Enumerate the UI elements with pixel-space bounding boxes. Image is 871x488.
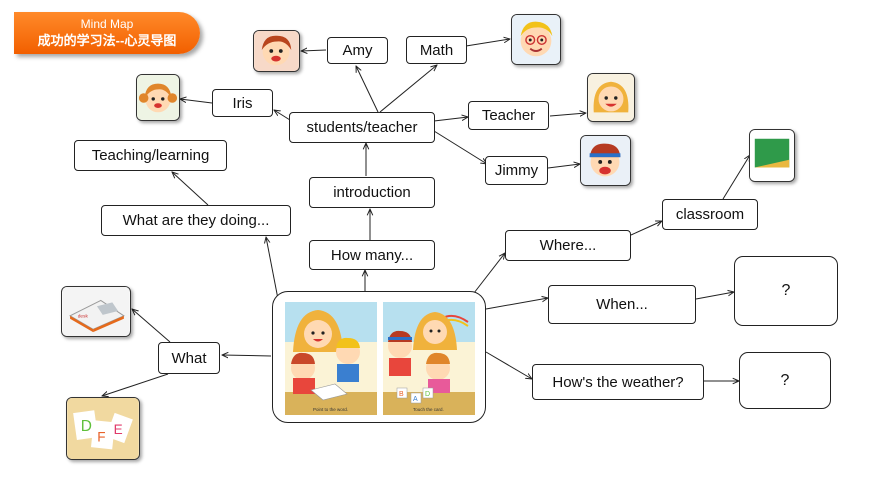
amy-thumbnail — [253, 30, 300, 72]
caption-right: Touch the card. — [413, 407, 444, 412]
classroom-board-thumbnail — [749, 129, 795, 182]
woman-teacher-icon — [588, 74, 634, 121]
svg-text:E: E — [114, 422, 123, 437]
node-teacher[interactable]: Teacher — [468, 101, 549, 130]
node-question-1[interactable]: ? — [734, 256, 838, 326]
node-students-teacher[interactable]: students/teacher — [289, 112, 435, 143]
banner-title: Mind Map — [80, 17, 134, 31]
node-hows-the-weather[interactable]: How's the weather? — [532, 364, 704, 400]
svg-text:A: A — [413, 396, 418, 403]
arrow-center-to-when — [485, 298, 548, 310]
arrow-center-to-what — [222, 355, 272, 356]
node-where[interactable]: Where... — [505, 230, 631, 261]
node-what[interactable]: What — [158, 342, 220, 374]
girl-pigtails-icon — [137, 75, 179, 120]
node-iris[interactable]: Iris — [212, 89, 273, 117]
arrow-students-to-math — [379, 65, 437, 113]
node-how-many[interactable]: How many... — [309, 240, 435, 270]
arrow-what-to-book — [132, 309, 171, 343]
node-amy[interactable]: Amy — [327, 37, 388, 64]
arrow-students-to-jimmy — [433, 130, 487, 164]
arrow-students-to-iris — [274, 110, 291, 121]
arrow-whatdoing-to-teaching — [172, 172, 209, 206]
caption-left: Point to the word. — [313, 407, 348, 412]
arrow-students-to-teacher — [433, 117, 468, 122]
blackboard-icon — [750, 130, 794, 181]
node-classroom[interactable]: classroom — [662, 199, 758, 230]
node-when[interactable]: When... — [548, 285, 696, 324]
svg-text:D: D — [81, 418, 92, 435]
node-question-2[interactable]: ? — [739, 352, 831, 409]
letter-cards-thumbnail: D F E — [66, 397, 140, 460]
title-banner: Mind Map 成功的学习法--心灵导图 — [14, 12, 200, 54]
arrow-where-to-classroom — [630, 221, 662, 236]
arrow-what-to-cards — [102, 373, 169, 396]
arrow-center-to-where — [473, 253, 505, 294]
node-teaching-learning[interactable]: Teaching/learning — [74, 140, 227, 171]
arrow-teacher-to-thumb — [549, 113, 586, 116]
svg-text:desk: desk — [78, 314, 89, 320]
boy-headband-icon — [581, 136, 630, 185]
book-icon: desk — [62, 287, 130, 336]
arrow-math-to-thumb — [465, 39, 510, 47]
boy-glasses-icon — [512, 15, 560, 64]
arrow-classroom-to-board — [722, 155, 750, 200]
banner-subtitle: 成功的学习法--心灵导图 — [37, 33, 177, 48]
math-thumbnail — [511, 14, 561, 65]
letter-cards-icon: D F E — [67, 398, 139, 459]
arrow-center-to-whatdoing — [266, 237, 279, 300]
book-thumbnail: desk — [61, 286, 131, 337]
node-jimmy[interactable]: Jimmy — [485, 156, 548, 185]
svg-text:B: B — [399, 391, 404, 398]
node-introduction[interactable]: introduction — [309, 177, 435, 208]
node-math[interactable]: Math — [406, 36, 467, 64]
svg-text:D: D — [425, 391, 430, 398]
teacher-thumbnail — [587, 73, 635, 122]
arrow-center-to-weather — [485, 351, 532, 379]
arrow-students-to-amy — [356, 66, 379, 113]
girl-face-icon — [254, 31, 299, 71]
classroom-scene-icon: Point to the word. B A D Touch the card. — [285, 302, 475, 415]
jimmy-thumbnail — [580, 135, 631, 186]
central-classroom-image[interactable]: Point to the word. B A D Touch the card. — [272, 291, 486, 423]
arrow-amy-to-thumb — [301, 50, 327, 51]
arrow-iris-to-thumb — [180, 99, 213, 104]
arrow-jimmy-to-thumb — [547, 164, 580, 169]
node-what-are-they-doing[interactable]: What are they doing... — [101, 205, 291, 236]
svg-text:F: F — [97, 430, 105, 445]
iris-thumbnail — [136, 74, 180, 121]
arrow-when-to-q1 — [695, 292, 734, 300]
